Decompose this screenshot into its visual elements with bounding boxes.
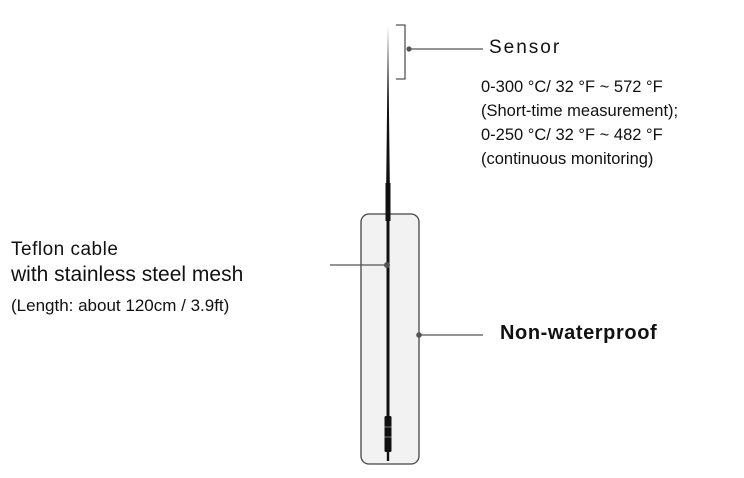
connector-plug	[384, 416, 392, 452]
sensor-spec-line: (Short-time measurement);	[481, 102, 679, 120]
sensor-title: Sensor	[489, 37, 562, 58]
cable-title: Teflon cable	[11, 239, 119, 260]
sensor-spec-line: (continuous monitoring)	[481, 150, 654, 168]
sensor-spec-line: 0-300 °C/ 32 °F ~ 572 °F	[481, 78, 663, 96]
cable-length: (Length: about 120cm / 3.9ft)	[11, 296, 230, 315]
non-waterproof-label: Non-waterproof	[500, 322, 658, 344]
sensor-spec-line: 0-250 °C/ 32 °F ~ 482 °F	[481, 126, 663, 144]
connector-pin	[386, 452, 390, 461]
probe-cable	[386, 221, 390, 416]
cable-subtitle: with stainless steel mesh	[11, 263, 244, 286]
sensor-bracket	[396, 24, 406, 80]
probe-needle	[386, 26, 390, 183]
probe-shaft	[385, 183, 391, 221]
cable-leader-dot	[384, 262, 390, 268]
sensor-specs: 0-300 °C/ 32 °F ~ 572 °F (Short-time mea…	[481, 75, 678, 171]
